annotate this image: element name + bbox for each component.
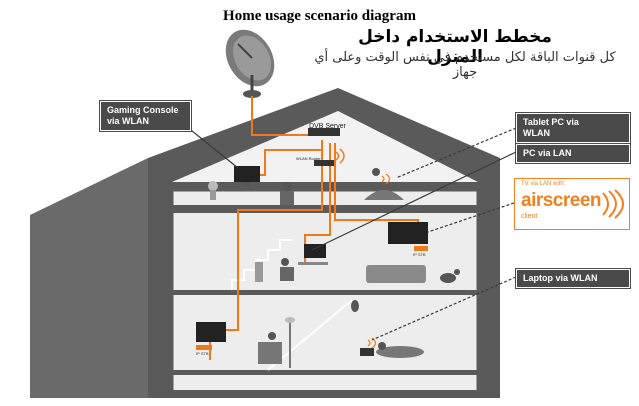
diagram-subtitle-ar: كل قنوات الباقة لكل مستخدم في نفس الوقت … <box>314 50 616 80</box>
airscreen-logo: airscreen <box>521 190 602 211</box>
floor-slab-3 <box>172 370 478 375</box>
stairs-upper <box>231 239 292 290</box>
wifi-waves-icon <box>335 148 345 164</box>
sofa <box>366 265 426 283</box>
ip-stb-label-2: IP STB <box>196 351 209 356</box>
house-shadow <box>30 158 148 398</box>
callout-pc-lan: PC via LAN <box>516 144 630 163</box>
airscreen-client: client <box>521 213 538 220</box>
dvb-server-device <box>308 128 340 136</box>
airscreen-callout: TV via LAN with: airscreen client <box>514 178 630 230</box>
floor-slab-1 <box>172 208 478 213</box>
person-tablet-icon <box>372 168 380 176</box>
airscreen-caption: TV via LAN with: <box>521 181 566 187</box>
ip-stb-box-2 <box>196 345 212 350</box>
diagram-title-ar: مخطط الاستخدام داخل المنزل <box>358 27 552 67</box>
person-armchair-icon <box>268 332 276 340</box>
callout-laptop: Laptop via WLAN <box>516 269 630 288</box>
pc-monitor <box>304 244 326 258</box>
callout-gaming-console: Gaming Console via WLAN <box>100 101 191 131</box>
plant-icon <box>208 181 218 191</box>
laptop-device <box>360 348 374 356</box>
dvb-server-label: DVB Server <box>309 123 347 130</box>
cat-icon <box>351 300 359 312</box>
ip-stb-label-1: IP STB <box>413 252 426 257</box>
person-laptop-icon <box>376 346 424 358</box>
satellite-dish-icon <box>225 29 275 98</box>
wlan-router-device <box>314 160 334 166</box>
tv-ground-floor <box>196 322 226 342</box>
tv-airscreen <box>388 222 428 244</box>
tv-gaming <box>234 166 260 182</box>
person-pc-icon <box>281 258 289 266</box>
dog-icon <box>440 273 456 283</box>
person-gaming-icon <box>283 182 291 190</box>
ip-stb-box-1 <box>414 246 428 251</box>
floor-slab-2 <box>172 290 478 295</box>
airscreen-waves-icon <box>602 189 624 219</box>
attic-room <box>172 111 478 182</box>
diagram-title-en: Home usage scenario diagram <box>223 8 416 24</box>
wlan-router-label: WLAN Router <box>296 156 321 161</box>
callout-tablet-pc: Tablet PC via WLAN <box>516 113 630 143</box>
